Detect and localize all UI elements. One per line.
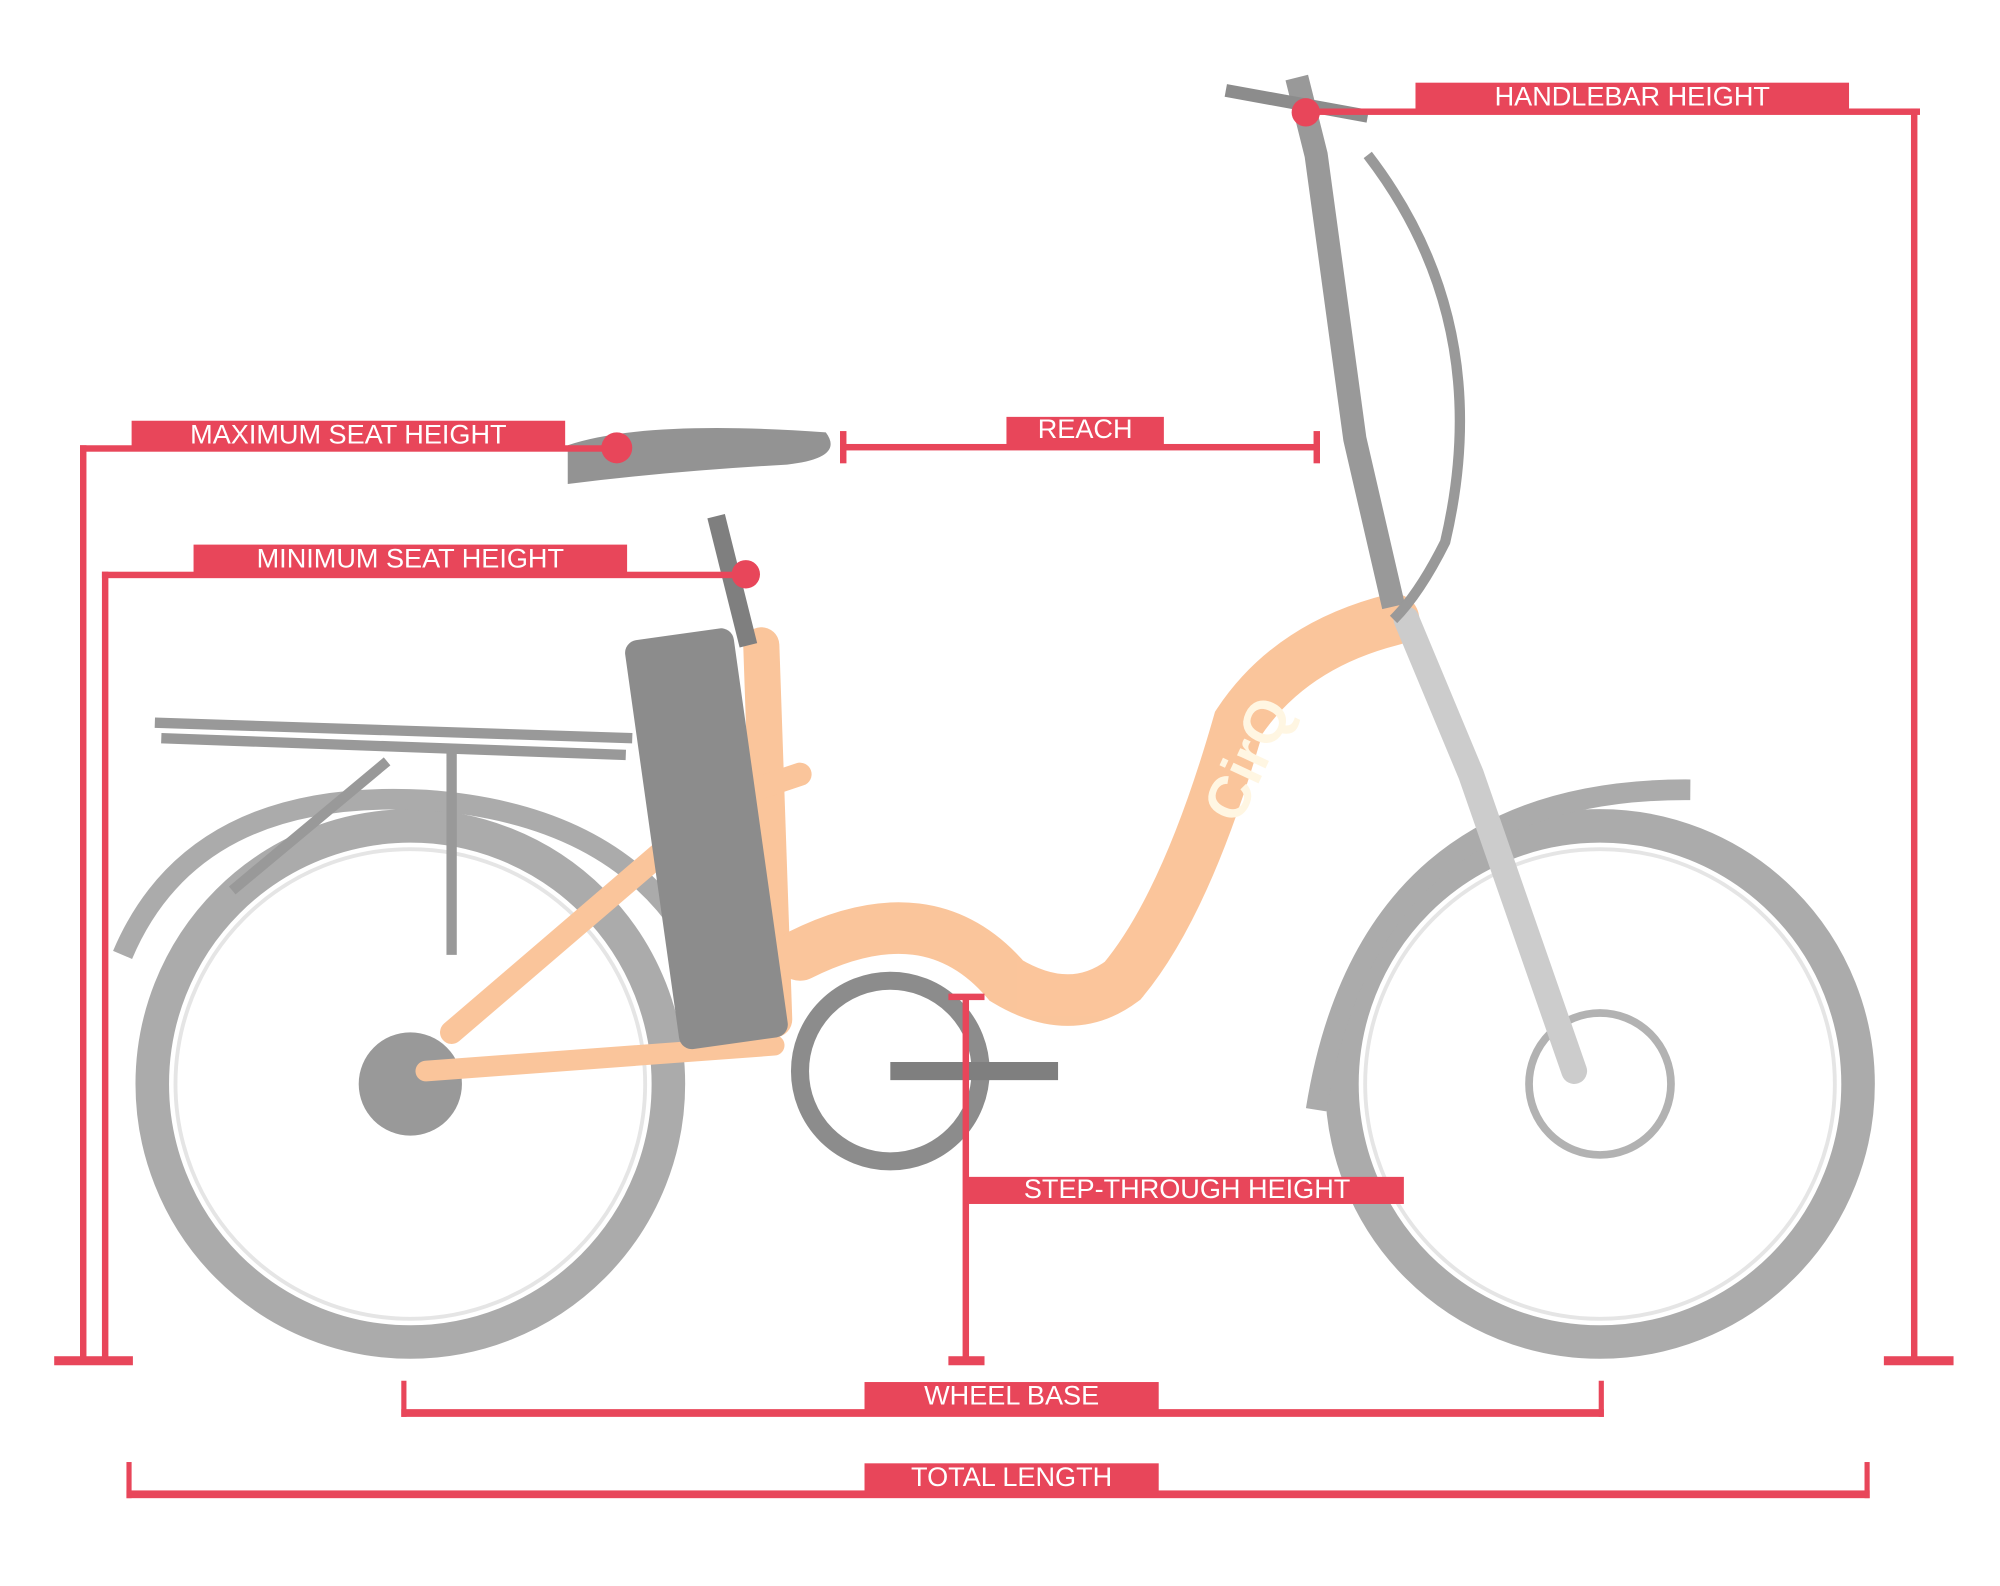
rear-wheel	[113, 788, 693, 1359]
wheel-base-label: WHEEL BASE	[924, 1380, 1099, 1411]
total-length-dimension: TOTAL LENGTH	[126, 1461, 1870, 1499]
minimum-seat-height-label: MINIMUM SEAT HEIGHT	[257, 542, 564, 573]
battery	[625, 628, 788, 1050]
website-text: cirqbikes.com	[529, 1075, 616, 1091]
max-seat-point-marker	[601, 432, 633, 464]
bike-illustration: CirQ cirqbikes.com	[113, 74, 1875, 1359]
maximum-seat-height-label: MAXIMUM SEAT HEIGHT	[190, 418, 506, 449]
handlebar-point-marker	[1291, 98, 1320, 127]
step-through-height-dimension: STEP-THROUGH HEIGHT	[948, 993, 1404, 1366]
saddle	[567, 428, 831, 484]
minimum-seat-height-dimension: MINIMUM SEAT HEIGHT	[101, 542, 760, 1363]
rear-rack	[154, 717, 633, 955]
brake-cable	[1363, 151, 1466, 624]
step-through-height-label: STEP-THROUGH HEIGHT	[1024, 1173, 1350, 1204]
seat-post	[707, 514, 758, 648]
handlebar-height-label: HANDLEBAR HEIGHT	[1495, 80, 1770, 111]
min-seat-point-marker	[731, 560, 760, 589]
stem	[1285, 74, 1405, 610]
reach-dimension: REACH	[840, 413, 1320, 464]
total-length-label: TOTAL LENGTH	[911, 1461, 1112, 1492]
wheel-base-dimension: WHEEL BASE	[401, 1380, 1604, 1417]
maximum-seat-height-dimension: MAXIMUM SEAT HEIGHT	[54, 418, 633, 1366]
front-wheel	[1305, 779, 1875, 1359]
reach-label: REACH	[1038, 413, 1133, 444]
handlebar-height-dimension: HANDLEBAR HEIGHT	[1291, 80, 1954, 1366]
